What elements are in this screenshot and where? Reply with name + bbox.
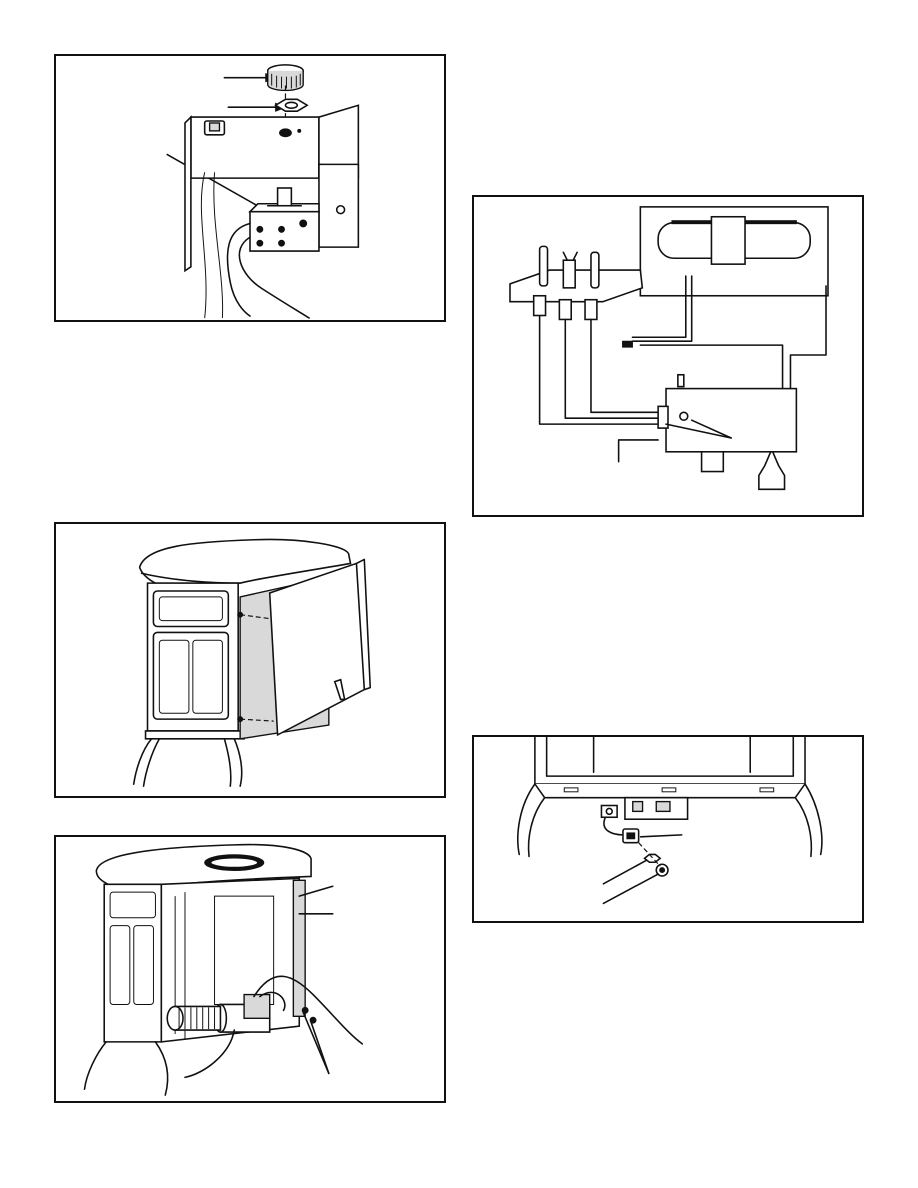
figure-switch-installation [472,735,864,923]
switch-illustration [474,737,862,921]
blower-illustration [56,837,444,1101]
figure-knob-assembly [54,54,446,322]
knob-assembly-illustration [56,56,444,320]
side-panel-illustration [56,524,444,796]
figure-side-panel-removal [54,522,446,798]
wiring-illustration [474,197,862,515]
figure-wiring-diagram [472,195,864,517]
figure-blower-installation [54,835,446,1103]
